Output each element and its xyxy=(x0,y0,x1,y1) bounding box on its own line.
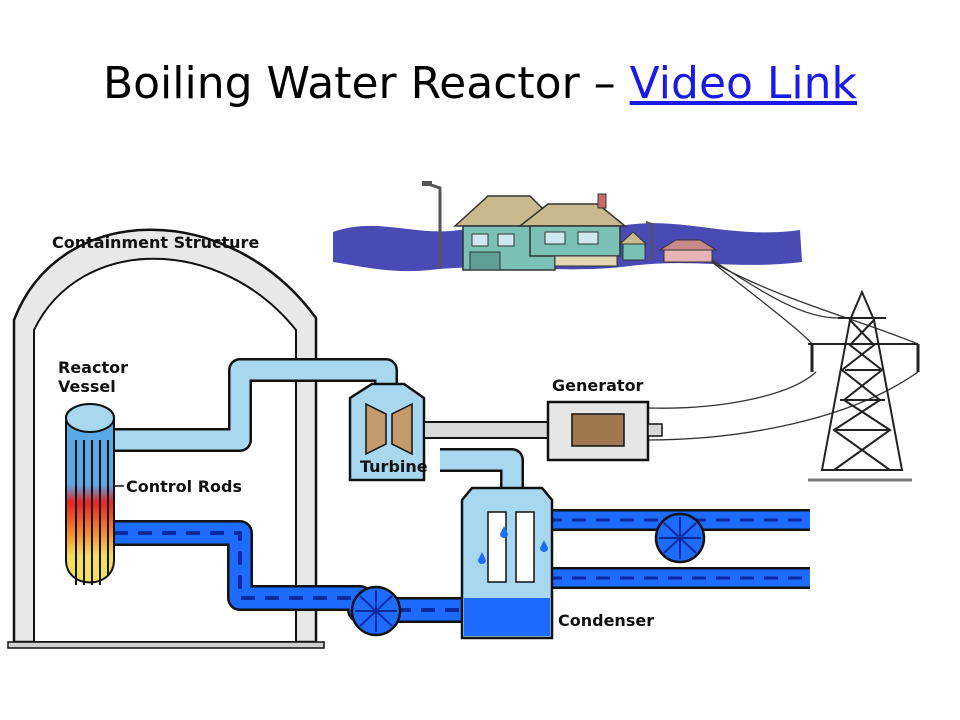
condenser xyxy=(460,486,554,640)
label-reactor-line2: Vessel xyxy=(58,377,116,396)
slide-title: Boiling Water Reactor – Video Link xyxy=(0,58,960,109)
cooling-water-pump xyxy=(654,512,706,564)
control-rods xyxy=(75,440,109,585)
title-text: Boiling Water Reactor – xyxy=(102,58,630,109)
power-lines xyxy=(647,259,919,441)
house-small-1 xyxy=(618,231,648,261)
video-link[interactable]: Video Link xyxy=(629,58,858,109)
street-lamp xyxy=(422,181,442,268)
label-condenser: Condenser xyxy=(558,611,654,630)
house-small-2 xyxy=(658,239,718,263)
label-control-rods: Control Rods xyxy=(126,477,242,496)
turbine xyxy=(348,382,426,482)
label-containment: Containment Structure xyxy=(52,233,259,252)
label-turbine: Turbine xyxy=(360,457,428,476)
street-lamp-2 xyxy=(645,221,653,260)
town-scene xyxy=(333,181,802,272)
label-generator: Generator xyxy=(552,376,644,395)
reactor-vessel xyxy=(65,403,115,584)
feedwater-pump xyxy=(350,585,402,637)
generator xyxy=(546,400,663,462)
house-main xyxy=(453,193,628,271)
turbine-shaft xyxy=(423,421,553,439)
transmission-tower xyxy=(808,289,920,482)
label-reactor-line1: Reactor xyxy=(58,358,128,377)
